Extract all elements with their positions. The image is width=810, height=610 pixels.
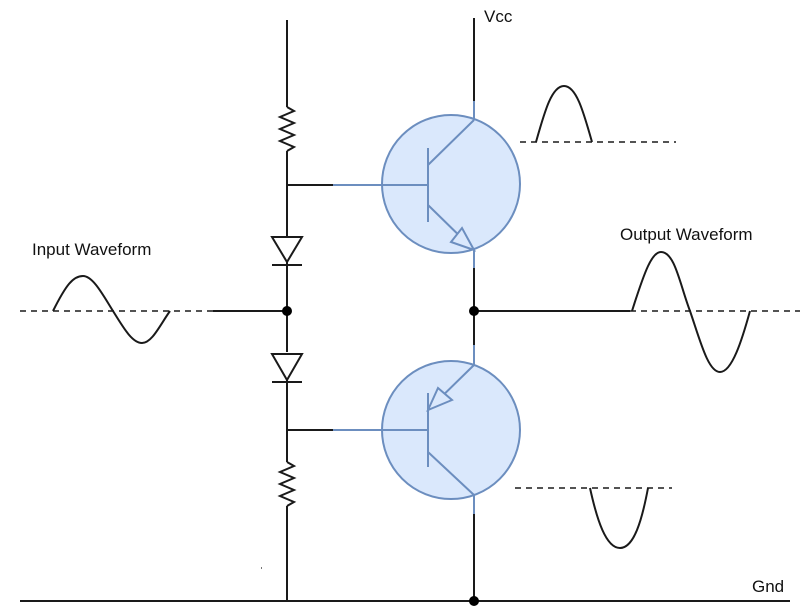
bias-network xyxy=(270,20,333,601)
pnp-transistor-q2-icon xyxy=(333,345,521,514)
input-junction-dot xyxy=(282,306,292,316)
diode-d2-icon xyxy=(270,353,304,383)
output-waveform-label: Output Waveform xyxy=(620,225,753,244)
output-waveform xyxy=(630,250,800,374)
output-junction-dot xyxy=(469,306,479,316)
positive-half-waveform xyxy=(520,84,676,143)
ground-junction-dot xyxy=(469,596,479,606)
stray-mark xyxy=(261,567,262,569)
input-waveform-label: Input Waveform xyxy=(32,240,151,259)
diode-d1-icon xyxy=(270,236,304,266)
resistor-r1-icon xyxy=(277,106,297,152)
gnd-label: Gnd xyxy=(752,577,784,596)
npn-transistor-q1-icon xyxy=(333,101,521,268)
resistor-r2-icon xyxy=(277,461,297,507)
vcc-label: Vcc xyxy=(484,7,513,26)
input-waveform xyxy=(20,274,213,345)
negative-half-waveform xyxy=(515,487,672,550)
